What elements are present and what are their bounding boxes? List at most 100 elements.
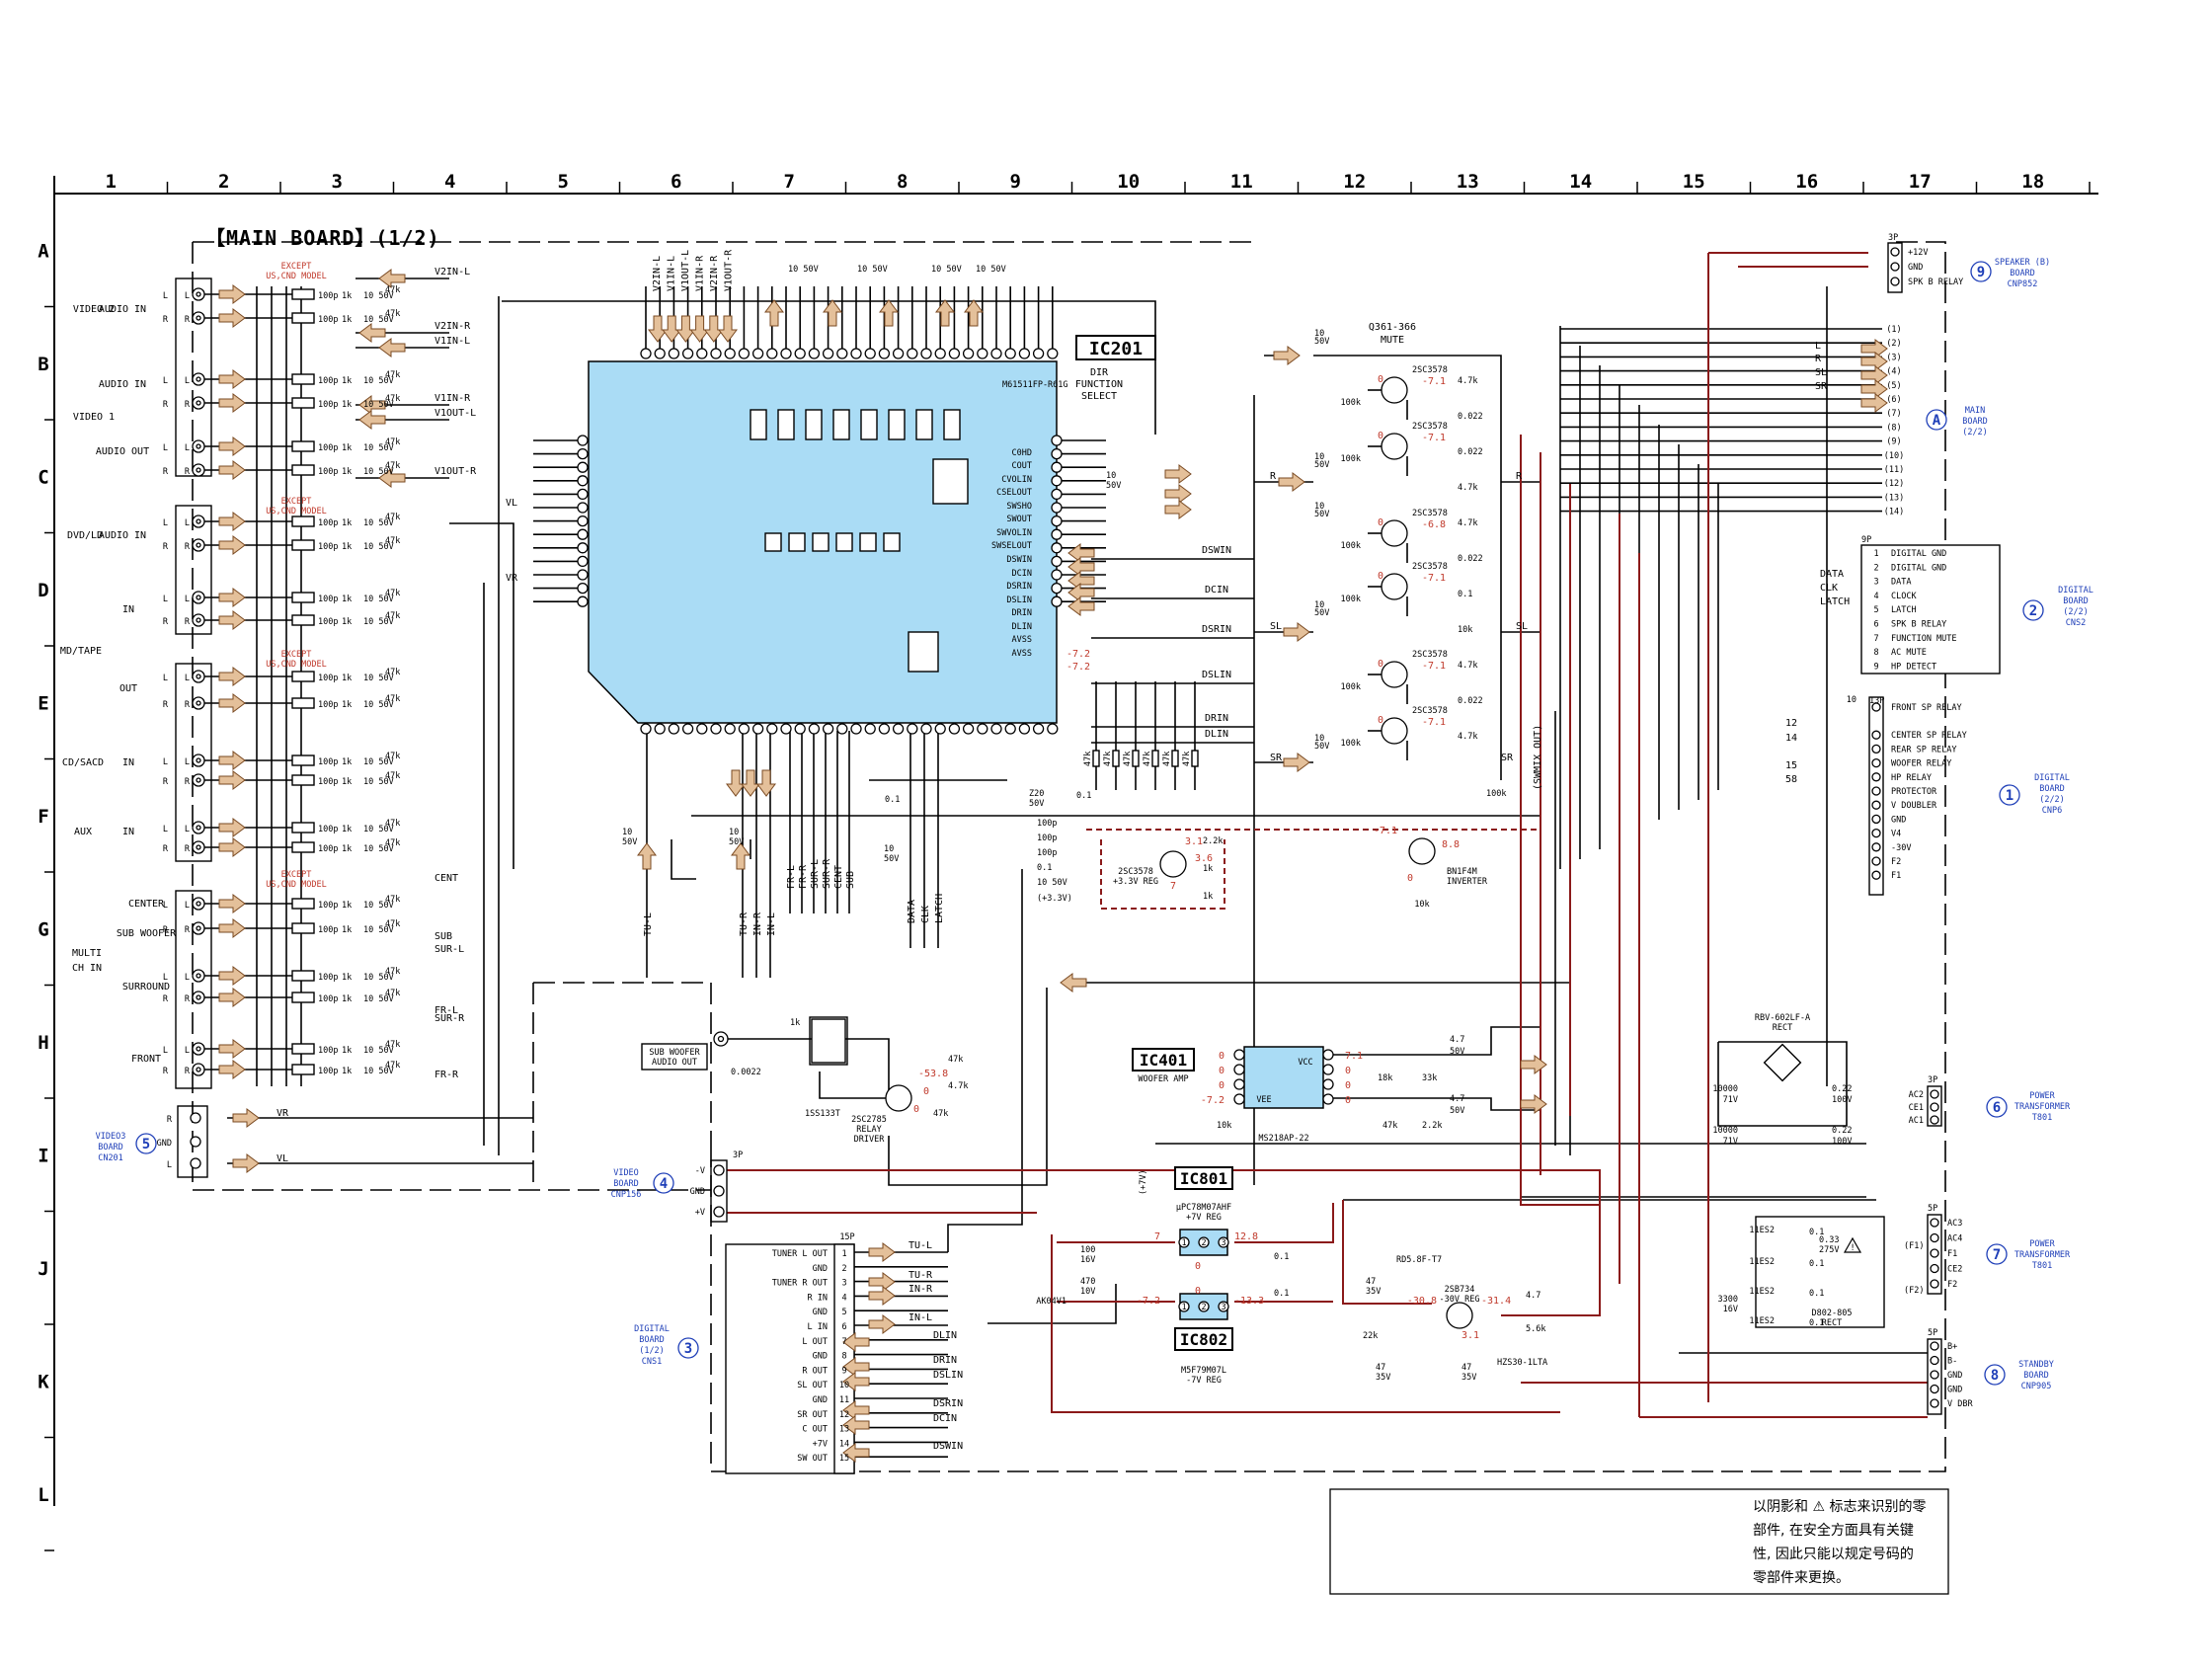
voltage-reading: 0	[1219, 1051, 1224, 1062]
jack-group-label: AUDIO IN	[99, 304, 146, 315]
signal-arrow-icon	[1860, 352, 1888, 371]
component-value: 100k	[1341, 595, 1361, 604]
signal-arrow-icon	[1273, 346, 1301, 365]
input-arrow-icon	[218, 751, 246, 770]
signal-label: DATA	[1820, 569, 1844, 580]
connector-pin-label: AC3	[1947, 1219, 1962, 1229]
component-value: 47k	[385, 895, 400, 905]
signal-arrow-icon	[1164, 464, 1192, 484]
connector-pin-label: SL OUT	[797, 1381, 828, 1390]
component-value: 10	[1314, 600, 1324, 610]
connector-pin-icon	[1930, 1279, 1939, 1289]
connector-name: BOARD	[2063, 596, 2089, 606]
component-value: 0.1	[885, 795, 900, 805]
jack-pin-label: R	[185, 844, 191, 854]
jack-group-label: IN	[122, 827, 134, 837]
resistor-icon	[291, 539, 315, 551]
component-value: 100k	[1341, 682, 1361, 692]
component-value: 1k	[342, 542, 352, 552]
signal-label: R	[1270, 471, 1277, 482]
component-value: 47k	[1143, 752, 1152, 766]
mute-transistor-icon	[1381, 519, 1408, 547]
grid-row-label: A	[38, 240, 49, 262]
connector-pin-label: +V	[695, 1208, 705, 1218]
sub-woofer-out-box	[641, 1043, 708, 1071]
connector-pin-number: 3	[1873, 578, 1878, 588]
component-value: 22k	[1363, 1331, 1378, 1341]
ic-pin-name: AVSS	[1012, 635, 1032, 645]
resistor-icon	[291, 592, 315, 603]
component-value: 1k	[342, 825, 352, 834]
internal-block	[883, 532, 901, 552]
connector-pin-icon	[190, 1136, 201, 1148]
resistor-icon	[291, 440, 315, 452]
transistor-part: 2SC3578	[1412, 562, 1448, 572]
ic-pin-icon	[934, 723, 946, 735]
component-value: 47k	[933, 1109, 948, 1119]
connector-size: 13P	[1869, 696, 1884, 706]
component-value: 0.33	[1819, 1235, 1839, 1245]
connector-pin-number: 8	[841, 1352, 846, 1362]
component-value: 10 50V	[363, 674, 394, 683]
bus-label: TU-L	[643, 913, 654, 936]
component-value: 1k	[342, 973, 352, 983]
ic-pin-icon	[724, 723, 736, 735]
connector-pin-label: SPK B RELAY	[1908, 278, 1963, 287]
connector-name: VIDEO3	[96, 1132, 126, 1142]
rca-jack-center	[196, 291, 201, 297]
component-value: 10k	[1217, 1121, 1231, 1131]
signal-arrow-icon	[1860, 365, 1888, 385]
signal-arrow-icon	[842, 1400, 870, 1420]
jack-pin-label: L	[185, 518, 190, 528]
grid-column-label: 8	[897, 171, 908, 193]
connector-6	[1927, 1085, 1942, 1127]
connector-pin-label: AC2	[1909, 1090, 1924, 1100]
connector-pin-label: +7V	[813, 1439, 828, 1449]
grid-row-label: I	[38, 1145, 48, 1166]
except-model-note: US,CND MODEL	[266, 507, 326, 516]
component-value: 1k	[342, 291, 352, 301]
signal-label: LATCH	[1820, 596, 1850, 607]
component-value: 0.1	[1809, 1228, 1824, 1237]
component-value: 10	[1314, 734, 1324, 744]
jack-channel-label: L	[163, 518, 168, 528]
output-arrow-icon	[935, 299, 955, 327]
callout-2	[2022, 599, 2044, 621]
connector-name: T801	[2032, 1261, 2052, 1271]
connector-pin-number: 4	[1873, 592, 1878, 601]
jack-channel-label: R	[163, 315, 169, 325]
internal-block	[805, 409, 823, 440]
callout-number: 1	[2006, 788, 2014, 804]
connector-pin-icon	[713, 1164, 725, 1176]
connector-digital-board-3	[725, 1243, 855, 1474]
grid-row-label: B	[38, 354, 48, 375]
callout-A	[1926, 409, 1947, 431]
voltage-reading: 0	[1378, 571, 1383, 582]
jack-pin-label: L	[185, 901, 190, 911]
resistor-icon	[291, 697, 315, 709]
connector-pin-label: GND	[813, 1308, 828, 1317]
signal-label: VR	[506, 573, 518, 584]
component-value: 100p	[318, 443, 338, 453]
jack-pin-label: L	[185, 443, 190, 453]
jack-pin-label: R	[185, 315, 191, 325]
voltage-reading: -7.1	[1422, 433, 1446, 443]
component-value: 1k	[342, 925, 352, 935]
jack-group-label: CD/SACD	[62, 757, 104, 768]
except-model-note: EXCEPT	[281, 870, 312, 880]
component-value: 100p	[318, 376, 338, 386]
component-value: 4.7	[1526, 1291, 1540, 1301]
bridge-part: RBV-602LF-A	[1755, 1013, 1810, 1023]
ic-pin-icon	[990, 723, 1002, 735]
ic-pin-icon	[962, 348, 975, 359]
safety-note: 以阴影和 ⚠ 标志来识别的零 部件, 在安全方面具有关键 性, 因此只能以规定号…	[1753, 1495, 1950, 1590]
jack-channel-label: R	[163, 777, 169, 787]
signal-label: V2IN-L	[434, 267, 470, 278]
component-value: 47k	[1123, 752, 1133, 766]
transistor-part: 2SC3578	[1412, 706, 1448, 716]
jack-group-label: FRONT	[131, 1054, 161, 1065]
grid-row-label: J	[38, 1258, 48, 1280]
jack-pin-label: L	[185, 973, 190, 983]
signal-label: SR	[1501, 753, 1514, 763]
ic-pin-icon	[977, 723, 988, 735]
